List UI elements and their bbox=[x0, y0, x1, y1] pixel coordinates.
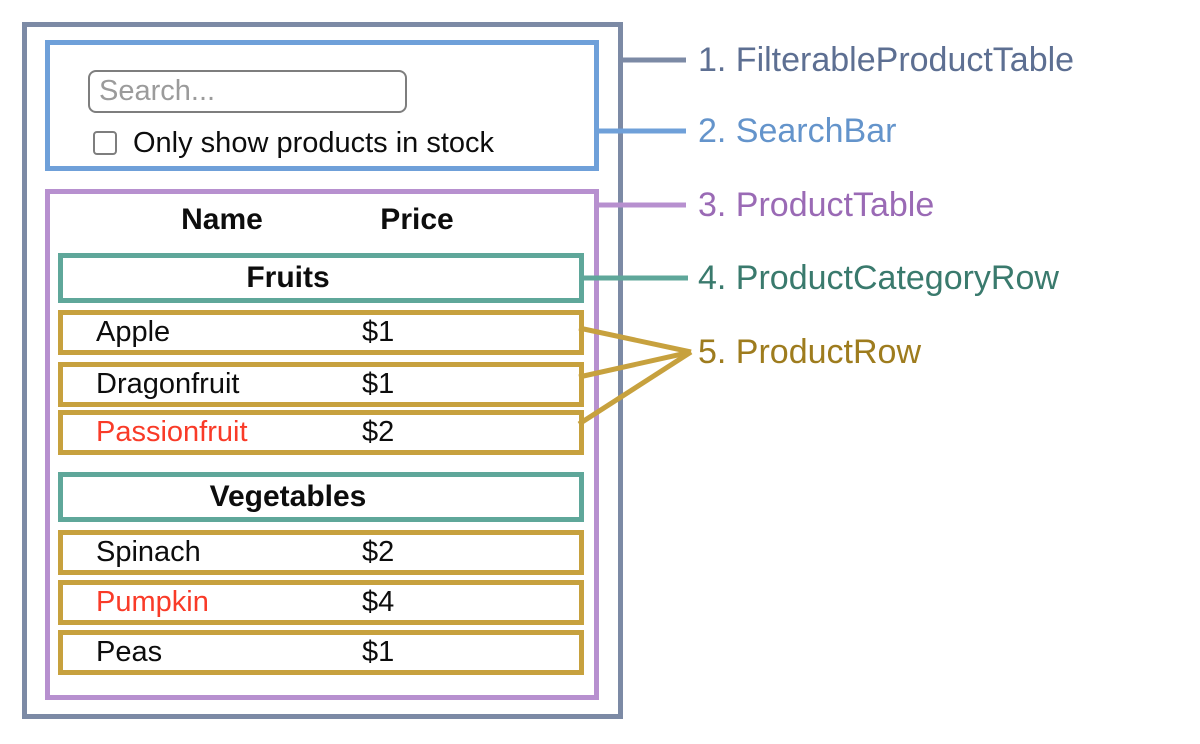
in-stock-checkbox[interactable] bbox=[93, 131, 117, 155]
product-name: Peas bbox=[96, 636, 163, 668]
legend-label-3: 3. ProductTable bbox=[698, 186, 935, 224]
price-column-header: Price bbox=[380, 203, 454, 236]
product-price: $1 bbox=[362, 636, 395, 668]
product-row: Dragonfruit $1 bbox=[58, 362, 584, 407]
legend-label-5: 5. ProductRow bbox=[698, 333, 921, 371]
category-label: Vegetables bbox=[209, 480, 367, 513]
product-price: $4 bbox=[362, 586, 395, 618]
product-price: $2 bbox=[362, 536, 395, 568]
search-input[interactable] bbox=[88, 70, 407, 113]
in-stock-checkbox-label: Only show products in stock bbox=[133, 127, 495, 159]
category-label: Fruits bbox=[246, 261, 330, 294]
product-price: $1 bbox=[362, 316, 395, 348]
legend-label-4: 4. ProductCategoryRow bbox=[698, 259, 1059, 297]
legend-label-1: 1. FilterableProductTable bbox=[698, 41, 1075, 79]
product-name: Passionfruit bbox=[96, 416, 248, 448]
product-row: Apple $1 bbox=[58, 310, 584, 355]
name-column-header: Name bbox=[181, 203, 263, 236]
product-name: Dragonfruit bbox=[96, 368, 240, 400]
product-row: Spinach $2 bbox=[58, 530, 584, 575]
product-category-row: Vegetables bbox=[58, 472, 584, 522]
product-category-row: Fruits bbox=[58, 253, 584, 303]
product-name: Pumpkin bbox=[96, 586, 209, 618]
legend-label-2: 2. SearchBar bbox=[698, 112, 897, 150]
product-name: Spinach bbox=[96, 536, 201, 568]
product-price: $2 bbox=[362, 416, 395, 448]
product-row: Passionfruit $2 bbox=[58, 410, 584, 455]
product-row: Pumpkin $4 bbox=[58, 580, 584, 625]
product-name: Apple bbox=[96, 316, 171, 348]
product-row: Peas $1 bbox=[58, 630, 584, 675]
product-price: $1 bbox=[362, 368, 395, 400]
